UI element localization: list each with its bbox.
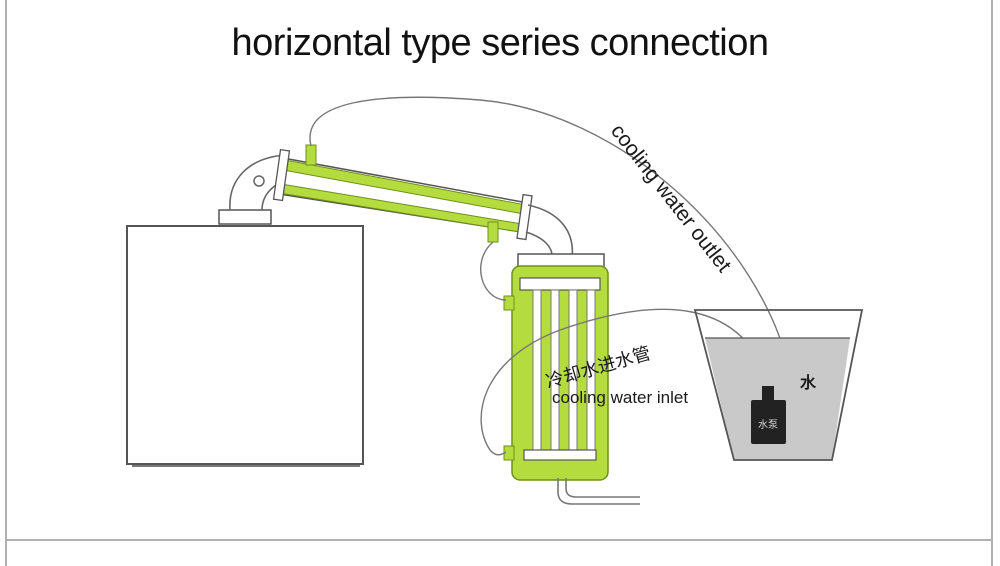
inlet-hose (480, 308, 769, 456)
thermometer-port (253, 175, 265, 187)
boiler-tank (126, 209, 364, 467)
water-label: 水 (800, 373, 817, 392)
cooling-water-inlet-label: cooling water inlet (552, 388, 688, 407)
water-bucket (693, 309, 864, 461)
pump-label: 水泵 (758, 419, 778, 431)
downcomer-pipe (525, 204, 574, 259)
product-outlet-pipe (557, 478, 640, 505)
product-outlet-pipe-inner (565, 478, 640, 498)
diagram-title: horizontal type series connection (231, 22, 769, 64)
hoses (309, 96, 791, 456)
link-hose (480, 241, 507, 301)
vertical-condenser (503, 253, 609, 481)
outlet-hose (309, 96, 791, 373)
water-pump (751, 386, 786, 444)
cooling-water-outlet-label: cooling water outlet (606, 120, 736, 277)
